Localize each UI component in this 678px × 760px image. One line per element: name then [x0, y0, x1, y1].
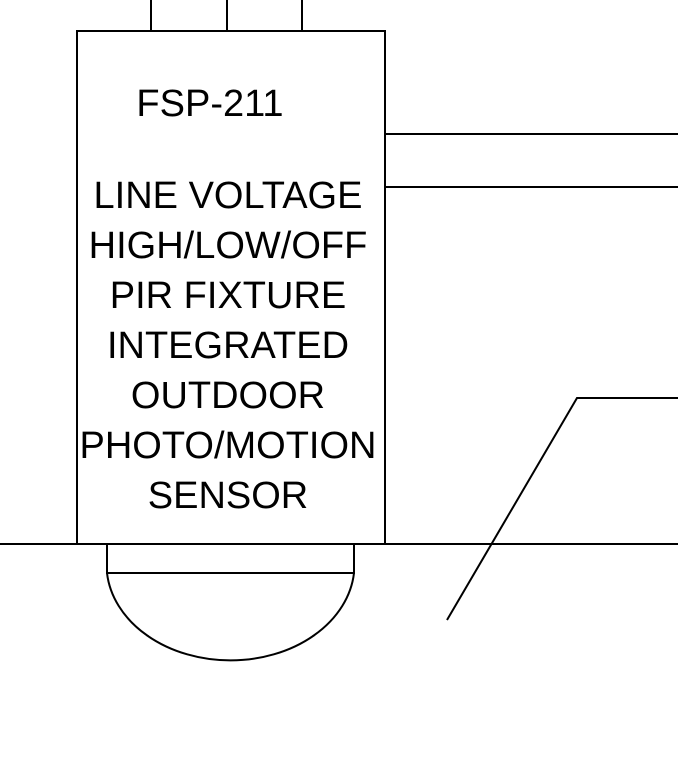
- description-line: LINE VOLTAGE: [94, 175, 363, 217]
- leader-line: [446, 397, 678, 621]
- description-line: PIR FIXTURE: [110, 275, 346, 317]
- description-line: INTEGRATED: [107, 325, 349, 367]
- description-line: OUTDOOR: [131, 375, 325, 417]
- model-label: FSP-211: [136, 83, 283, 125]
- description-line: SENSOR: [148, 475, 308, 517]
- description-line: HIGH/LOW/OFF: [89, 225, 368, 267]
- pir-dome-lens: [106, 544, 355, 662]
- description-line: PHOTO/MOTION: [80, 425, 377, 467]
